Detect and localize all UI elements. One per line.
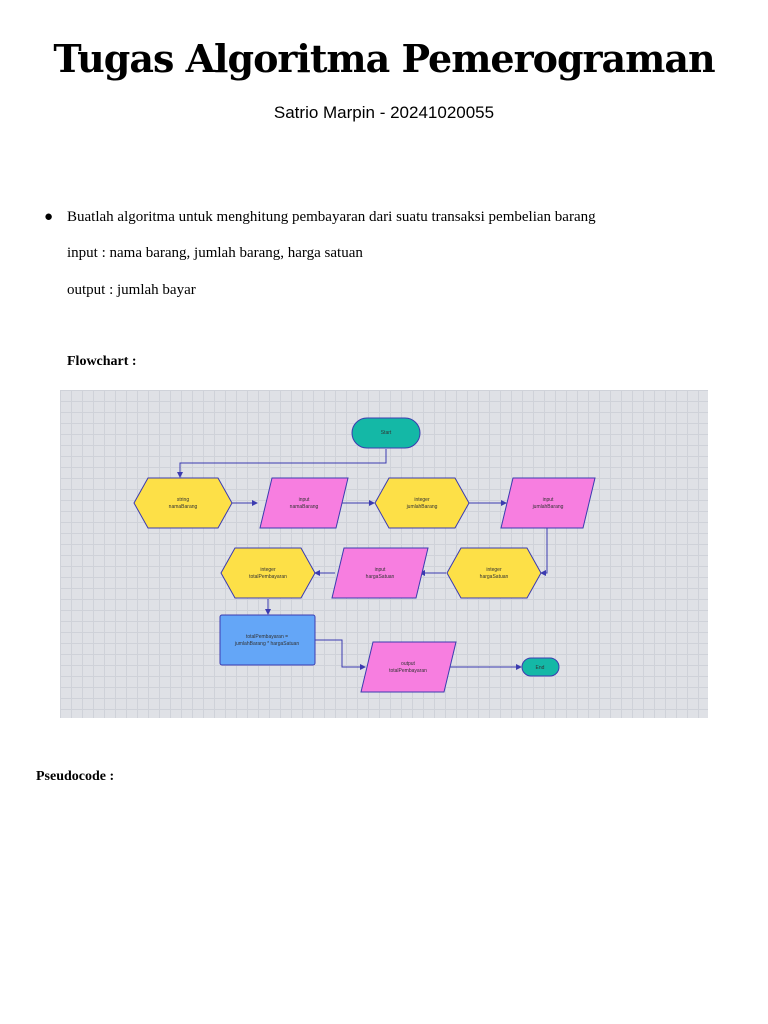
decl-nama-var: namaBarang [169,504,198,510]
flow-start-node: Start [351,417,421,449]
pseudocode-heading: Pseudocode : [36,769,115,784]
decl-total-var: totalPembayaran [249,574,287,580]
input-harga-kw: input [375,567,386,573]
flowchart-heading: Flowchart : [67,354,137,369]
start-terminal [351,417,421,449]
task-output-line: output : jumlah bayar [67,282,196,298]
flow-decl-jumlah: integer jumlahBarang [374,477,470,529]
flow-process: totalPembayaran = jumlahBarang * hargaSa… [219,614,316,666]
page-title: Tugas Algoritma Pemerograman [53,36,715,81]
input-nama-var: namaBarang [290,504,319,510]
output-var: totalPembayaran [389,668,427,674]
flow-decl-total: integer totalPembayaran [220,547,316,599]
decl-jumlah-type: integer [414,497,430,503]
task-bullet: ● Buatlah algoritma untuk menghitung pem… [44,207,734,227]
decl-jumlah-var: jumlahBarang [406,504,438,510]
input-harga-var: hargaSatuan [366,574,395,580]
output-kw: output [401,661,416,667]
bullet-dot-icon: ● [44,209,54,225]
input-jumlah-kw: input [543,497,554,503]
decl-harga-type: integer [486,567,502,573]
task-text: Buatlah algoritma untuk menghitung pemba… [67,209,596,225]
flowchart-image: Start string namaBarang input namaBarang… [60,390,708,718]
flowchart-diagram: Start string namaBarang input namaBarang… [133,417,596,693]
input-jumlah-var: jumlahBarang [532,504,564,510]
decl-nama-type: string [177,497,189,503]
flow-input-nama: input namaBarang [259,477,349,529]
flow-decl-nama: string namaBarang [133,477,233,529]
flow-output: output totalPembayaran [360,641,457,693]
task-input-line: input : nama barang, jumlah barang, harg… [67,245,363,261]
flow-decl-harga: integer hargaSatuan [446,547,542,599]
author-subtitle: Satrio Marpin - 20241020055 [273,103,495,122]
process-line-1: totalPembayaran = [246,634,288,640]
input-nama-kw: input [299,497,310,503]
start-label: Start [381,430,392,436]
flow-input-harga: input hargaSatuan [331,547,429,599]
process-line-2: jumlahBarang * hargaSatuan [234,641,299,647]
flow-end-node: End [521,657,560,677]
flow-input-jumlah: input jumlahBarang [500,477,596,529]
flowchart-connectors [177,449,548,670]
decl-total-type: integer [260,567,276,573]
end-label: End [536,665,545,671]
decl-harga-var: hargaSatuan [480,574,509,580]
